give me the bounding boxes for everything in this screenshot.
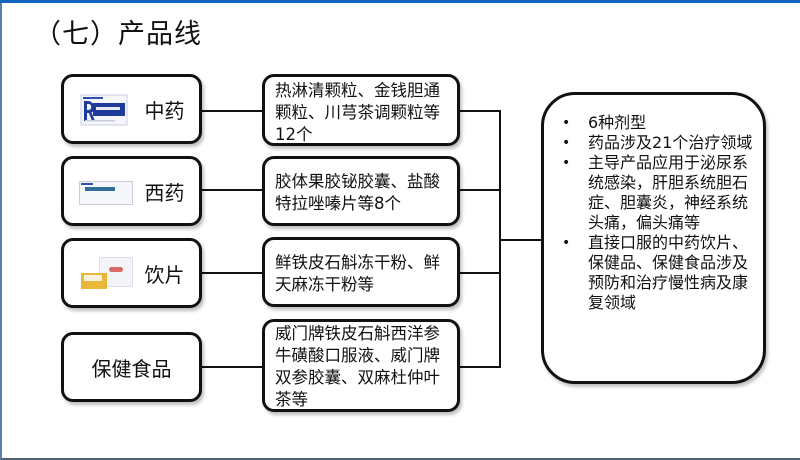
product-text: 热淋清颗粒、金钱胆通颗粒、川芎茶调颗粒等12个	[275, 81, 440, 144]
connector	[202, 110, 262, 112]
connector	[460, 272, 500, 274]
category-label: 饮片	[144, 262, 185, 287]
page-title: （七）产品线	[34, 19, 202, 50]
product-text: 胶体果胶铋胶囊、盐酸特拉唑嗪片等8个	[275, 172, 440, 213]
decoction-pieces-box-image	[79, 253, 133, 293]
connector	[460, 189, 500, 191]
category-label: 中药	[144, 98, 185, 123]
category-tcm: 中药	[61, 74, 202, 144]
category-label: 西药	[144, 180, 185, 205]
connector	[500, 239, 542, 241]
product-box-health-food: 威门牌铁皮石斛西洋参牛磺酸口服液、威门牌双参胶囊、双麻杜仲叶茶等	[262, 319, 460, 412]
summary-item: 药品涉及21个治疗领域	[562, 133, 753, 153]
western-medicine-box-image	[78, 171, 133, 211]
connector	[202, 189, 262, 191]
category-label: 保健食品	[91, 356, 172, 381]
connector	[202, 272, 262, 274]
tcm-granule-box-image	[79, 89, 131, 129]
tcm-box-picture	[80, 94, 127, 126]
summary-item: 6种剂型	[562, 113, 753, 133]
product-box-decoction: 鲜铁皮石斛冻干粉、鲜天麻冻干粉等	[262, 237, 460, 307]
product-box-western: 胶体果胶铋胶囊、盐酸特拉唑嗪片等8个	[262, 156, 460, 226]
summary-box: 6种剂型 药品涉及21个治疗领域 主导产品应用于泌尿系统感染，肝胆系统胆石症、胆…	[541, 92, 766, 384]
summary-item: 直接口服的中药饮片、保健品、保健食品涉及预防和治疗慢性病及康复领域	[562, 233, 753, 313]
top-accent-bar	[0, 0, 800, 3]
product-box-tcm: 热淋清颗粒、金钱胆通颗粒、川芎茶调颗粒等12个	[262, 74, 460, 146]
connector	[460, 366, 500, 368]
product-text: 威门牌铁皮石斛西洋参牛磺酸口服液、威门牌双参胶囊、双麻杜仲叶茶等	[275, 324, 440, 409]
summary-item: 主导产品应用于泌尿系统感染，肝胆系统胆石症、胆囊炎，神经系统头痛，偏头痛等	[562, 153, 753, 233]
product-text: 鲜铁皮石斛冻干粉、鲜天麻冻干粉等	[275, 253, 440, 294]
connector	[460, 110, 500, 112]
category-western: 西药	[61, 156, 202, 226]
summary-list: 6种剂型 药品涉及21个治疗领域 主导产品应用于泌尿系统感染，肝胆系统胆石症、胆…	[562, 113, 753, 313]
category-health-food: 保健食品	[61, 332, 202, 402]
connector	[202, 366, 262, 368]
category-decoction: 饮片	[61, 238, 202, 308]
